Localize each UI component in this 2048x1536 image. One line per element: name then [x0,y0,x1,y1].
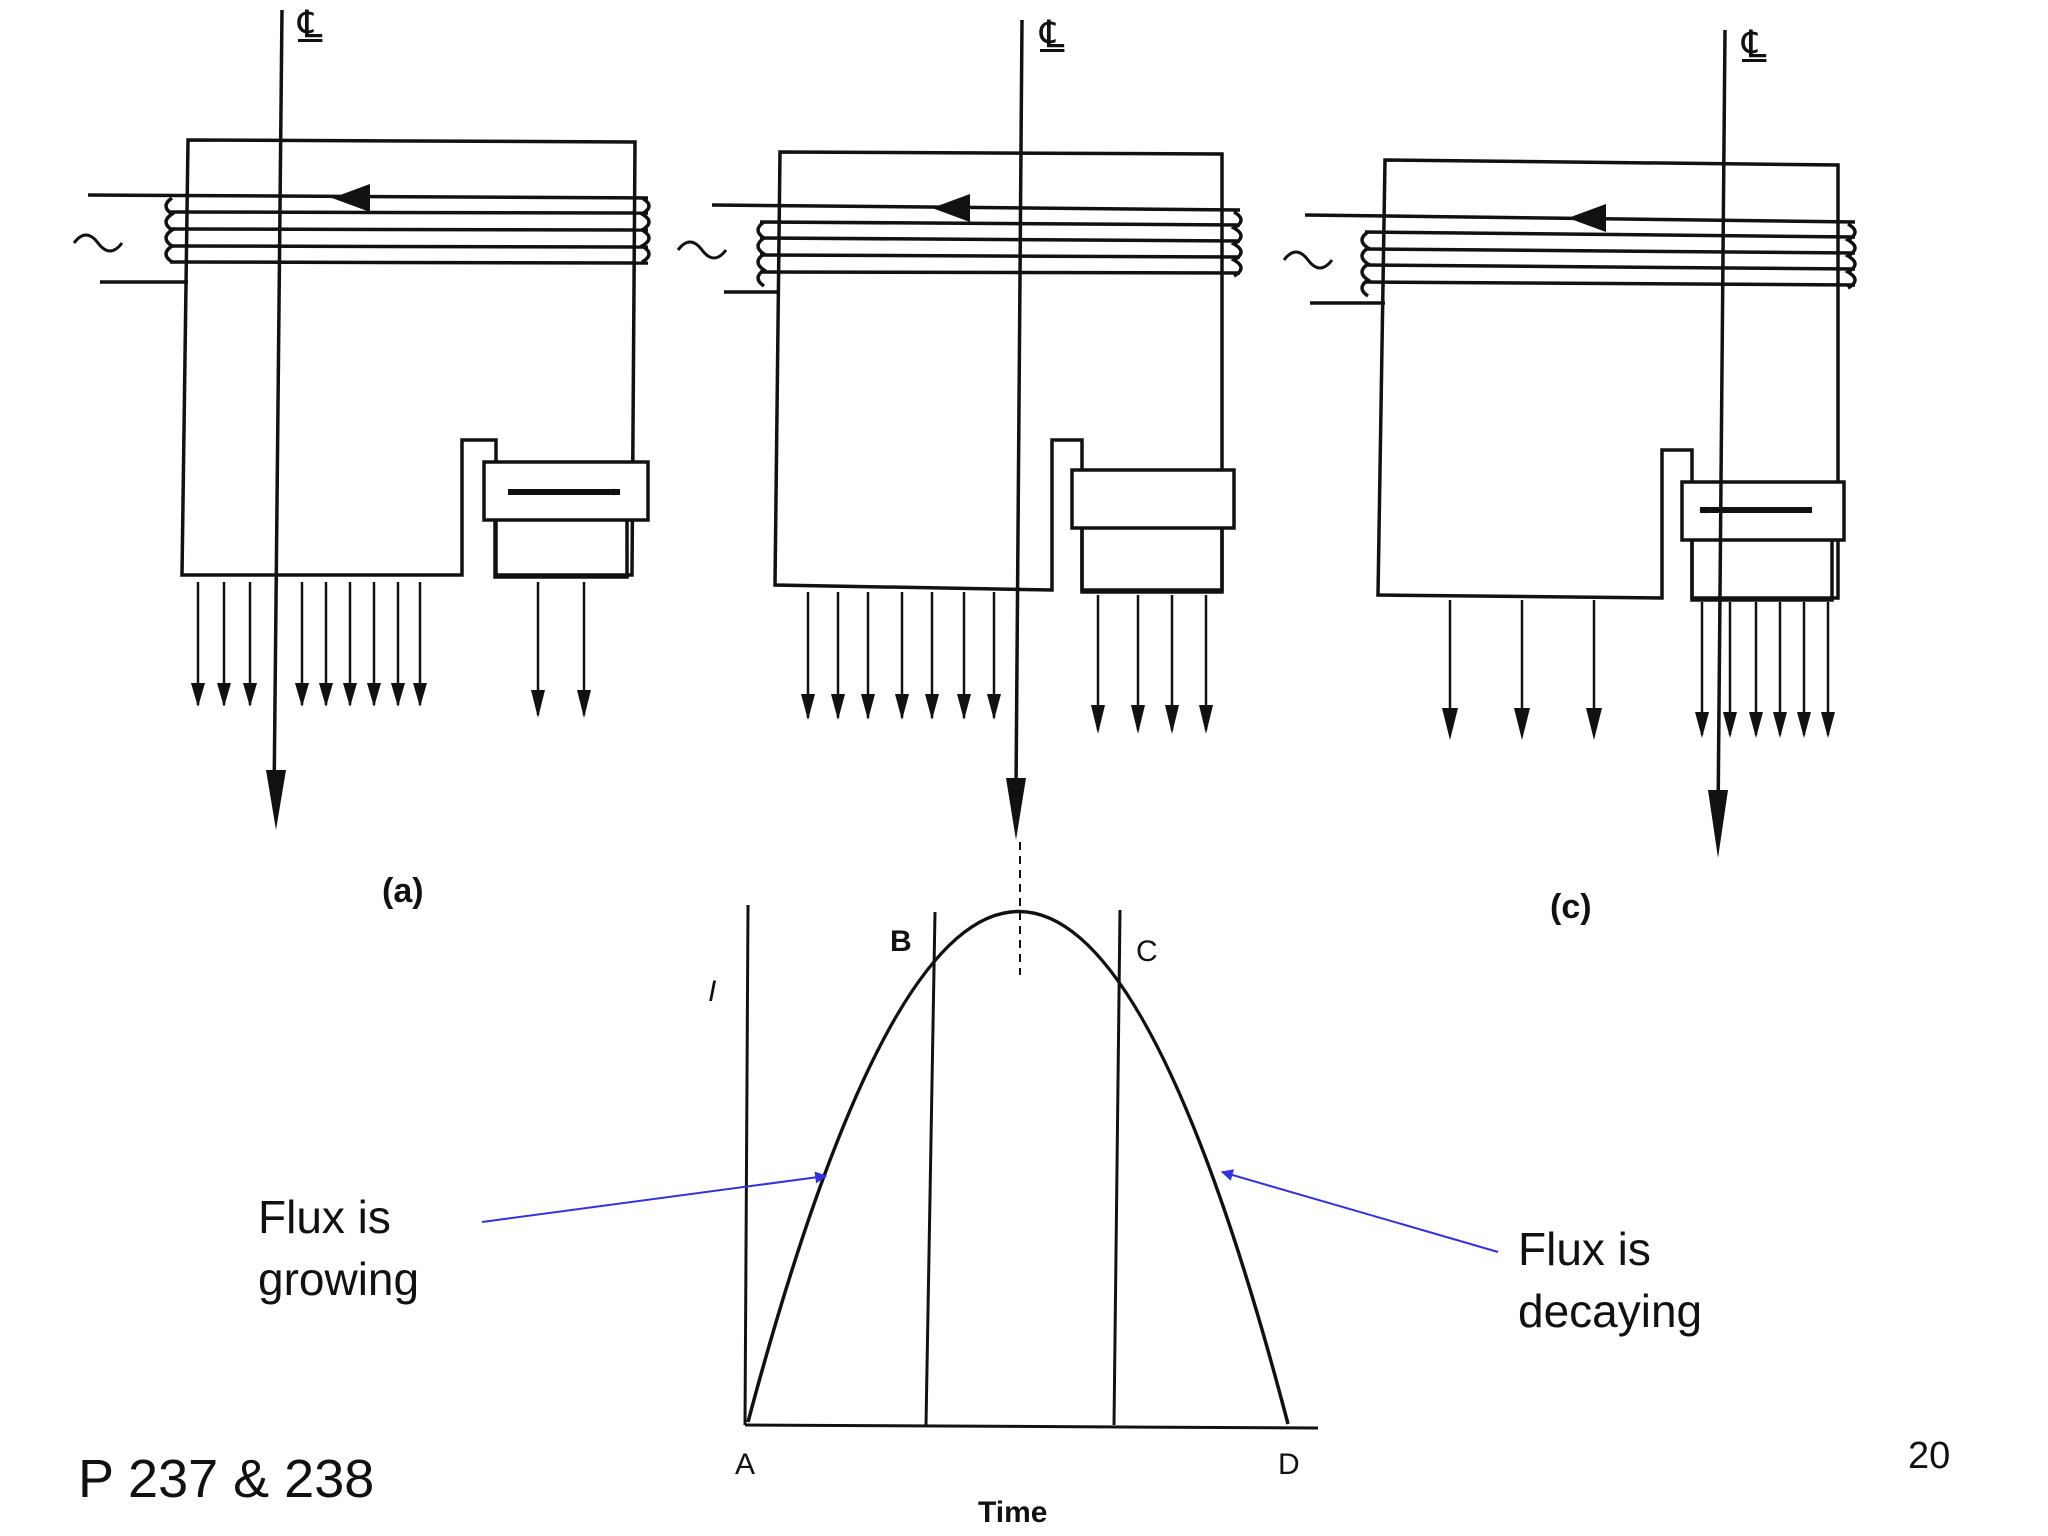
panel-c-coil-wire [1364,247,1856,255]
panel-c-flux-arrows [1448,600,1830,735]
panel-c-flux-arrowheads [1442,708,1835,740]
panel-a-current-arrow [332,184,370,212]
flux-growing-line2: growing [258,1253,420,1305]
panel-c-coil-loops [1844,222,1857,290]
marker-line-b [924,911,937,1426]
panel-c-coil-wire [1304,213,1856,224]
slide-number: 20 [1908,1435,1951,1477]
panel-b-coil-wire [759,236,1241,243]
current-curve [746,909,1290,1425]
panel-b-coil-wire [759,253,1241,259]
panel-a-coil-loops [638,196,651,264]
flux-growing-arrow [481,1171,828,1223]
panel-c-moving-coil [1680,480,1846,542]
panel-b-flux-arrowheads [801,694,1213,734]
panel-b-diagram [676,19,1243,840]
page-reference: P 237 & 238 [78,1449,375,1509]
panel-b-ac-symbol [676,240,728,260]
current-time-graph [743,842,1319,1430]
panel-a-centerline-arrowhead [266,770,286,830]
point-b-label: B [890,925,912,958]
point-a-label: A [735,1448,756,1481]
panel-a-centerline [272,9,284,801]
panel-a-flux-arrows [196,582,586,715]
point-d-label: D [1278,1448,1300,1481]
panel-a-coil-wire [169,210,649,215]
flux-decaying-arrow [1220,1169,1499,1253]
panel-b-centerline-symbol: ℄ [1040,14,1065,56]
x-axis-title: Time [978,1496,1048,1529]
panel-c-current-arrow [1568,204,1606,232]
panel-c-centerline [1716,29,1727,821]
marker-line-c [1112,909,1122,1426]
panel-c-coil-loops [1360,230,1372,298]
panel-a-flux-arrowheads [191,683,591,718]
flux-decaying-annotation: Flux is decaying [1518,1218,1702,1342]
panel-a-centerline-symbol: ℄ [298,4,323,46]
panel-b-coil-loops [756,220,768,288]
flux-decaying-line1: Flux is [1518,1223,1651,1275]
panel-c-label: (c) [1550,888,1592,926]
panel-a-coil-wire [169,227,649,232]
x-axis [744,1423,1319,1430]
flux-growing-line1: Flux is [258,1191,391,1243]
panel-a-coil-wire [169,260,649,265]
panel-c-ac-symbol [1282,250,1334,270]
panel-b-current-arrow [932,194,970,222]
panel-c-centerline-arrowhead [1708,790,1728,858]
flux-growing-annotation: Flux is growing [258,1186,419,1310]
panel-c-coil-wire [1364,280,1856,287]
y-axis [743,904,750,1426]
panel-a-diagram [72,9,651,830]
panel-c-coil-wire [1364,263,1856,271]
panel-c-centerline-symbol: ℄ [1742,24,1767,66]
panel-b-stationary-coil [1070,468,1236,530]
panel-a-ac-symbol [72,233,124,253]
panel-b-flux-arrows [806,592,1208,730]
panel-b-centerline-arrowhead [1006,778,1026,840]
panel-a-lower-core [493,503,629,579]
panel-b-lower-core [1080,518,1224,594]
panel-a-coil-wire [169,244,649,249]
panel-a-core [180,138,637,577]
panel-a-label: (a) [382,872,424,910]
panel-a-moving-coil [482,460,650,522]
panel-c-diagram [1282,29,1857,858]
panel-b-coil-wire [711,203,1241,212]
panel-a-coil-loops [164,196,176,264]
panel-b-coil-wire [759,270,1241,275]
flux-decaying-line2: decaying [1518,1285,1703,1337]
panel-a-coil-wire [87,193,649,200]
panel-b-coil-wire [759,220,1241,227]
panel-c-core [1376,158,1840,600]
panel-b-centerline [1014,19,1024,791]
panel-b-coil-loops [1230,210,1243,278]
panel-c-coil-wire [1364,230,1856,239]
y-axis-label: I [708,975,717,1008]
panel-b-core [773,150,1224,592]
point-c-label: C [1136,935,1158,968]
panel-c-lower-core [1690,528,1834,602]
